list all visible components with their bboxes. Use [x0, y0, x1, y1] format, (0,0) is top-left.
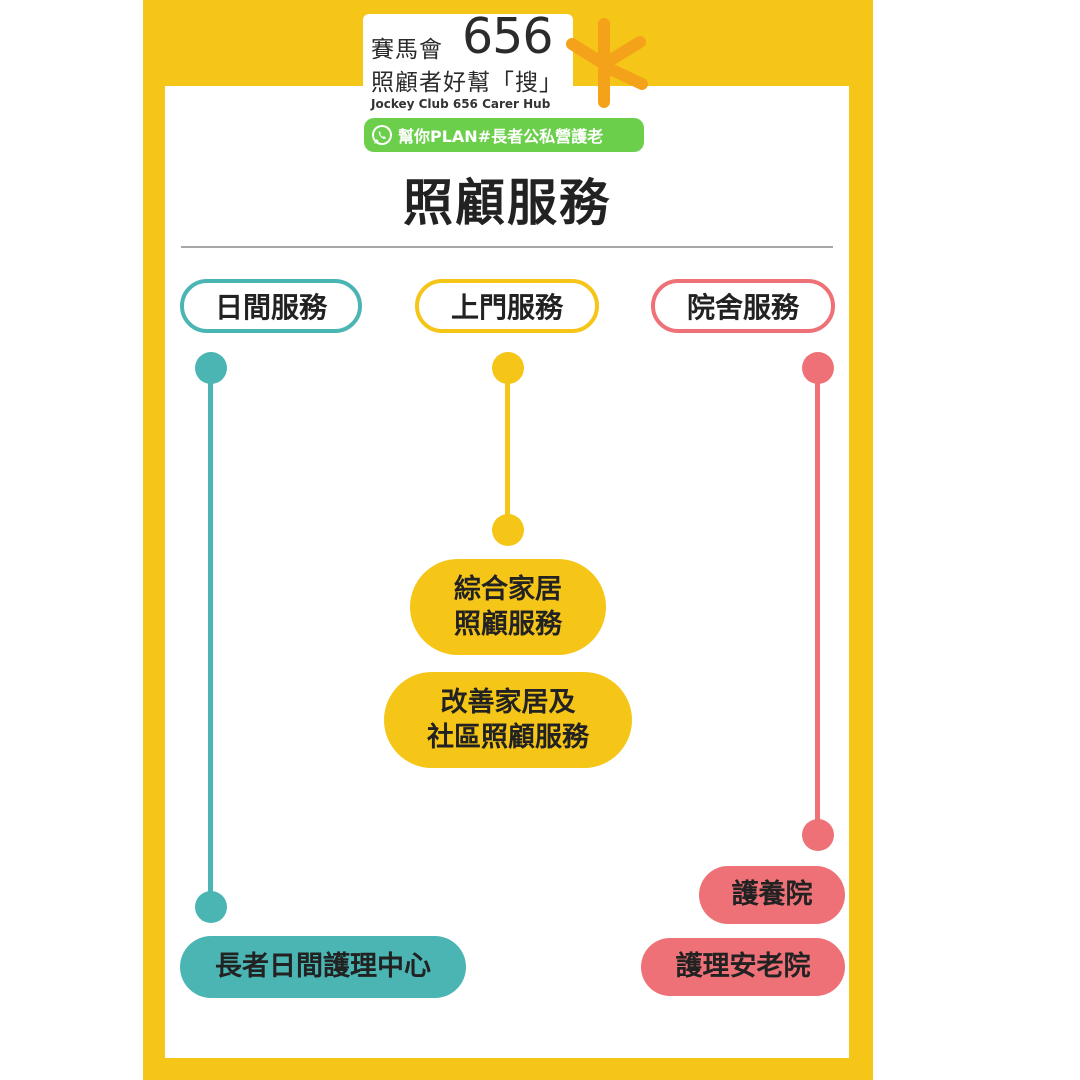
category-day-service: 日間服務	[180, 279, 362, 333]
item-elderly-day-care-centre: 長者日間護理中心	[180, 936, 466, 998]
page-title: 照顧服務	[403, 174, 611, 232]
logo-number: 656	[462, 8, 554, 65]
day-service-bottom-dot	[195, 891, 227, 923]
logo-cn-line2: 照顧者好幫「搜」	[371, 70, 563, 96]
residential-service-top-dot	[802, 352, 834, 384]
item-nursing-home: 護養院	[699, 866, 845, 924]
whatsapp-icon	[372, 125, 392, 145]
title-divider	[181, 246, 833, 248]
residential-service-bottom-dot	[802, 819, 834, 851]
day-service-top-dot	[195, 352, 227, 384]
whatsapp-tagline-badge[interactable]: 幫你PLAN#長者公私營護老	[364, 118, 644, 152]
logo-background	[363, 14, 573, 122]
item-integrated-home-care: 綜合家居 照顧服務	[410, 559, 606, 655]
logo-english: Jockey Club 656 Carer Hub	[371, 97, 551, 111]
home-service-connector-line	[505, 368, 510, 530]
logo-cn-line1: 賽馬會	[371, 37, 443, 63]
tagline-text: 幫你PLAN#長者公私營護老	[398, 127, 604, 146]
residential-service-connector-line	[815, 368, 820, 836]
day-service-connector-line	[208, 368, 213, 908]
item-enhanced-home-community-care: 改善家居及 社區照顧服務	[384, 672, 632, 768]
category-home-service: 上門服務	[415, 279, 599, 333]
star-logo-icon	[566, 18, 648, 108]
home-service-top-dot	[492, 352, 524, 384]
item-care-and-attention-home: 護理安老院	[641, 938, 845, 996]
category-residential-service: 院舍服務	[651, 279, 835, 333]
home-service-bottom-dot	[492, 514, 524, 546]
